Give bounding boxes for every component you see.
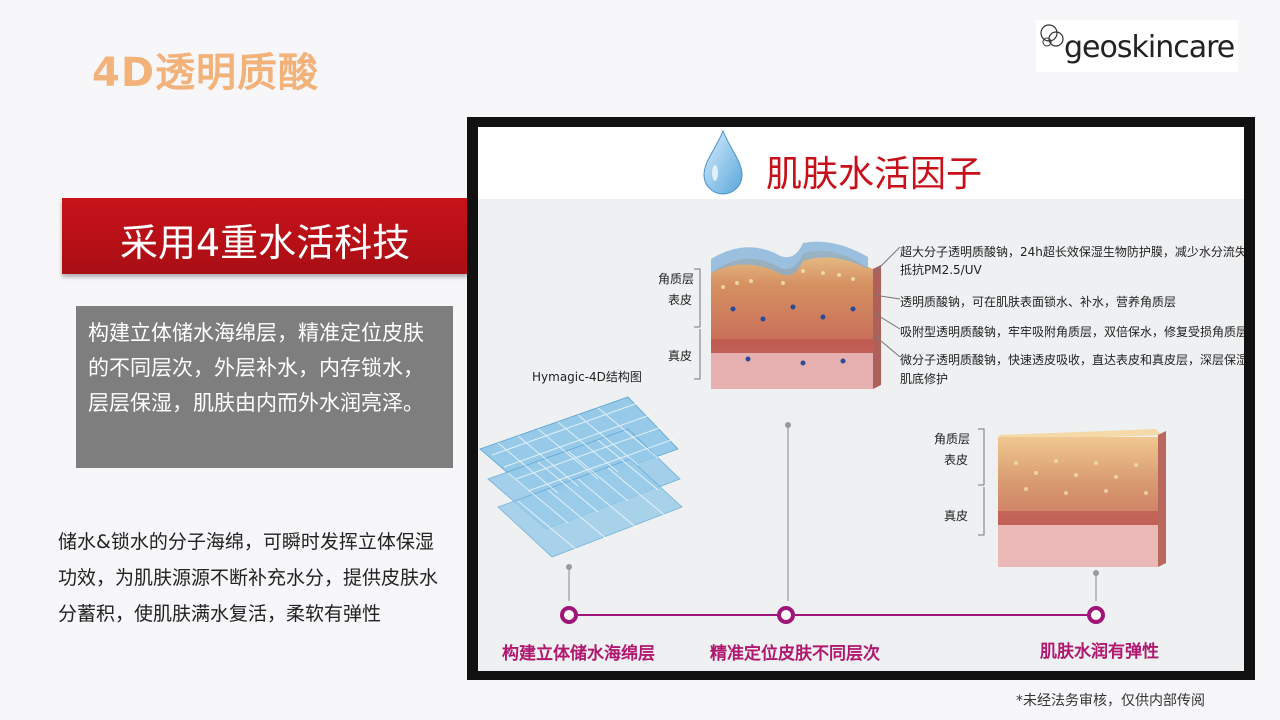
layer-label-top-1: 角质层: [658, 272, 695, 286]
infographic-title: 肌肤水活因子: [766, 154, 983, 195]
footer-note: *未经法务审核，仅供内部传阅: [1016, 693, 1205, 709]
annotation-1: 超大分子透明质酸钠，24h超长效保湿生物防护膜，减少水分流失，: [900, 245, 1244, 259]
mesh-structure-icon: [479, 396, 683, 558]
layer-bracket-bottom: [978, 428, 985, 536]
geoskincare-logo-icon: [1040, 24, 1064, 47]
skin-cross-section-bottom-icon: [998, 429, 1166, 567]
timeline-label-1: 构建立体储水海绵层: [502, 644, 655, 664]
layer-bracket-top: [694, 268, 701, 380]
timeline-label-3: 肌肤水润有弹性: [1040, 642, 1159, 662]
annotation-4b: 肌底修护: [900, 372, 949, 386]
skin-cross-section-icon: [711, 241, 881, 389]
timeline-label-2: 精准定位皮肤不同层次: [710, 644, 880, 664]
layer-label-bottom-2: 表皮: [944, 453, 969, 467]
banner-text: 采用4重水活科技: [120, 221, 411, 265]
logo-text: geoskincare: [1064, 30, 1235, 65]
layer-label-bottom-3: 真皮: [944, 509, 969, 523]
body-paragraph: 储水&锁水的分子海绵，可瞬时发挥立体保湿功效，为肌肤源源不断补充水分，提供皮肤水…: [58, 531, 439, 625]
annotation-1b: 抵抗PM2.5/UV: [900, 263, 982, 277]
highlight-box: 构建立体储水海绵层，精准定位皮肤的不同层次，外层补水，内存锁水，层层保湿，肌肤由…: [76, 306, 453, 468]
geoskincare-logo: geoskincare: [1036, 20, 1238, 72]
annotation-4: 微分子透明质酸钠，快速透皮吸收，直达表皮和真皮层，深层保湿，: [900, 353, 1244, 367]
layer-label-top-2: 表皮: [668, 293, 693, 307]
structure-label: Hymagic-4D结构图: [532, 370, 642, 384]
infographic-panel: 肌肤水活因子 角质层 表皮 真皮 超大分子透明质酸钠，24h超: [478, 127, 1244, 671]
layer-label-bottom-1: 角质层: [934, 432, 971, 446]
annotation-2: 透明质酸钠，可在肌肤表面锁水、补水，营养角质层: [900, 295, 1177, 309]
page-title: 4D透明质酸: [92, 50, 320, 96]
timeline: [560, 422, 1105, 624]
highlight-text: 构建立体储水海绵层，精准定位皮肤的不同层次，外层补水，内存锁水，层层保湿，肌肤由…: [88, 321, 424, 415]
infographic-header: [478, 127, 1244, 199]
annotation-3: 吸附型透明质酸钠，牢牢吸附角质层，双倍保水，修复受损角质层: [900, 325, 1244, 339]
layer-label-top-3: 真皮: [668, 349, 693, 363]
red-banner: 采用4重水活科技: [62, 198, 468, 274]
water-drop-icon: [703, 129, 743, 195]
annotation-leader-lines: [874, 246, 901, 358]
